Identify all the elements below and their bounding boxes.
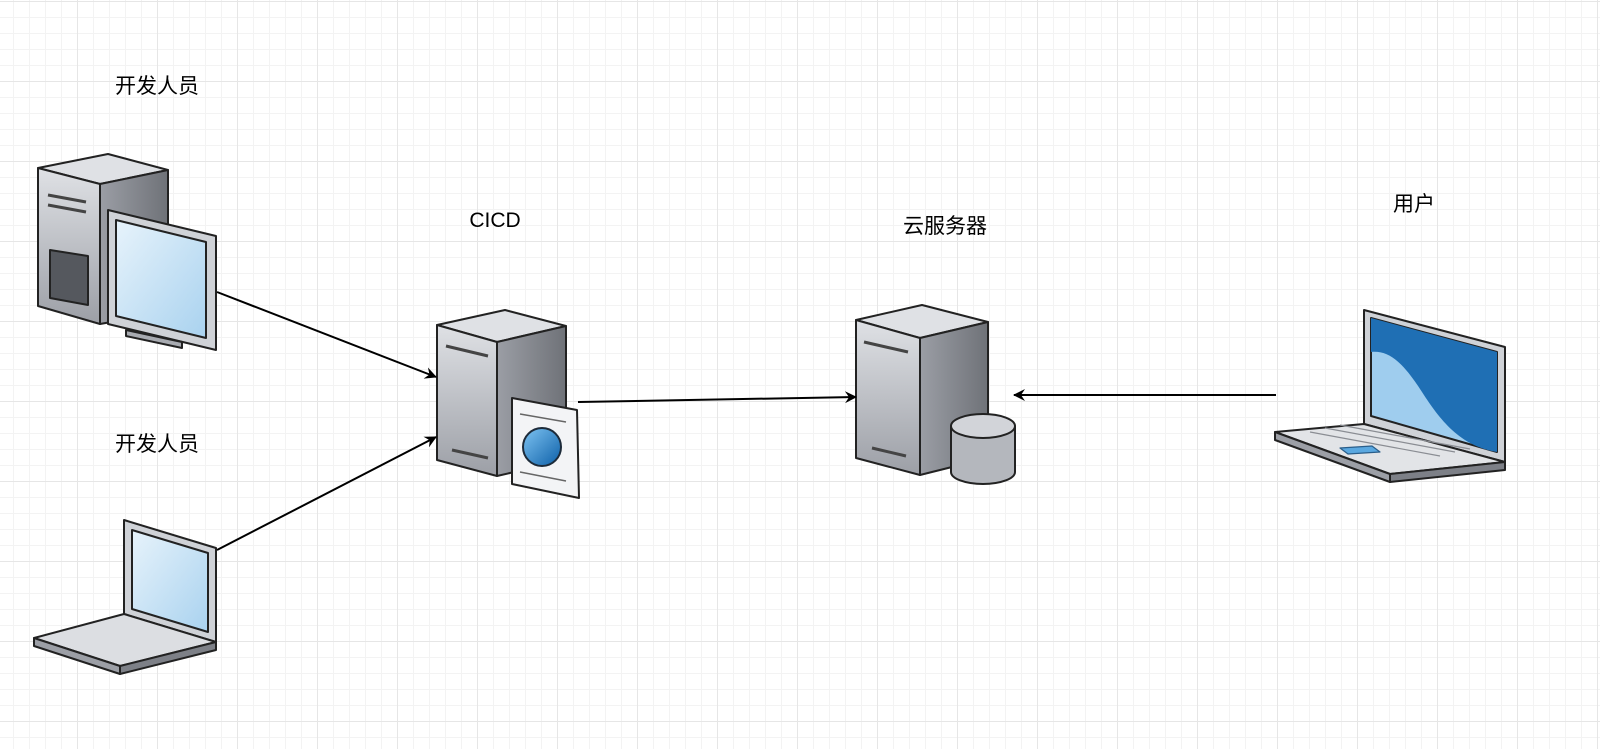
desktop-to-cicd-arrow [216,291,437,379]
database-icon [950,413,1016,485]
cicd-label: CICD [469,209,521,232]
cicd-to-cloud-server-arrow [577,391,857,404]
developer-label-1: 开发人员 [115,74,199,98]
user-label: 用户 [1393,192,1435,216]
laptop-icon [33,519,217,675]
cloud-server-label: 云服务器 [903,214,987,238]
cicd-server-icon [436,309,580,499]
user-laptop-icon [1274,309,1506,483]
cloud-server-icon [855,304,1016,485]
developer-label-2: 开发人员 [115,432,199,456]
laptop-to-cicd-arrow [216,436,437,551]
desktop-computer-icon [37,153,217,351]
